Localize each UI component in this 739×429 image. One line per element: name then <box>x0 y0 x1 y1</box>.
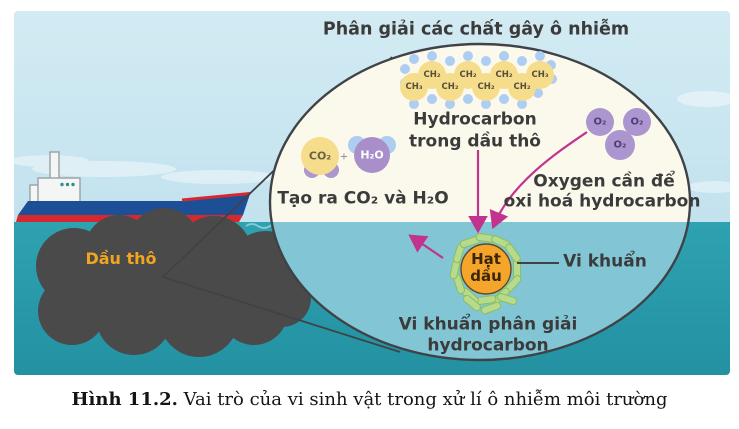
chain-group-label: CH₂ <box>441 82 459 92</box>
chain-group-label: CH₂ <box>513 82 531 92</box>
o2-label: O₂ <box>613 139 627 151</box>
illustration: Phân giải các chất gây ô nhiễm CH₃ CH₂ C… <box>14 11 730 375</box>
plus-sign: + <box>339 151 349 163</box>
oil-slick <box>36 208 311 357</box>
chain-group-label: CH₂ <box>495 70 513 80</box>
o2-label: O₂ <box>593 116 607 128</box>
decomposer-caption-line1: Vi khuẩn phân giải <box>398 314 578 335</box>
oil-droplet-group <box>449 233 559 315</box>
h2o-label: H₂O <box>360 148 384 162</box>
oil-droplet-label-line2: dầu <box>470 266 502 285</box>
process-arrows <box>408 131 588 259</box>
decomposer-caption-line2: hydrocarbon <box>427 335 549 356</box>
ship-hull <box>18 194 250 215</box>
bacteria-rods <box>449 233 522 315</box>
chain-group-label: CH₂ <box>459 70 477 80</box>
o2-molecules <box>586 108 651 160</box>
figure-caption-number: Hình 11.2. <box>71 389 178 410</box>
chain-group-label: CH₃ <box>531 70 549 80</box>
figure-caption: Hình 11.2. Vai trò của vi sinh vật trong… <box>0 389 739 410</box>
hydrocarbon-caption-line2: trong dầu thô <box>409 131 541 152</box>
clouds <box>14 91 730 193</box>
hydrocarbon-chain <box>400 51 557 109</box>
products-arrow <box>408 234 444 259</box>
crude-oil-label: Dầu thô <box>85 249 157 269</box>
oxygen-to-droplet-arrow <box>489 131 588 230</box>
oxygen-caption-line2: oxi hoá hydrocarbon <box>503 191 701 212</box>
bacteria-label: Vi khuẩn <box>563 251 647 272</box>
oil-droplet <box>460 243 512 295</box>
chain-group-label: CH₂ <box>477 82 495 92</box>
co2-molecule <box>301 137 339 178</box>
o2-label: O₂ <box>630 116 644 128</box>
co2-label: CO₂ <box>308 149 332 163</box>
diagram-art <box>14 11 730 375</box>
figure-caption-text: Vai trò của vi sinh vật trong xử lí ô nh… <box>177 389 668 410</box>
h2o-molecule <box>348 136 396 173</box>
ship-cabin <box>37 177 81 203</box>
products-caption: Tạo ra CO₂ và H₂O <box>277 188 449 209</box>
ship-bow-line <box>181 192 251 202</box>
diagram-title: Phân giải các chất gây ô nhiễm <box>322 19 630 40</box>
oxygen-caption-line1: Oxygen cần để <box>533 171 675 192</box>
ship-cabin-windows <box>60 182 75 187</box>
hydrocarbon-caption-line1: Hydrocarbon <box>413 109 537 130</box>
chain-group-label: CH₂ <box>423 70 441 80</box>
oil-droplet-label-line1: Hạt <box>471 249 501 268</box>
carbon-groups <box>400 61 554 101</box>
chain-group-label: CH₃ <box>405 82 423 92</box>
